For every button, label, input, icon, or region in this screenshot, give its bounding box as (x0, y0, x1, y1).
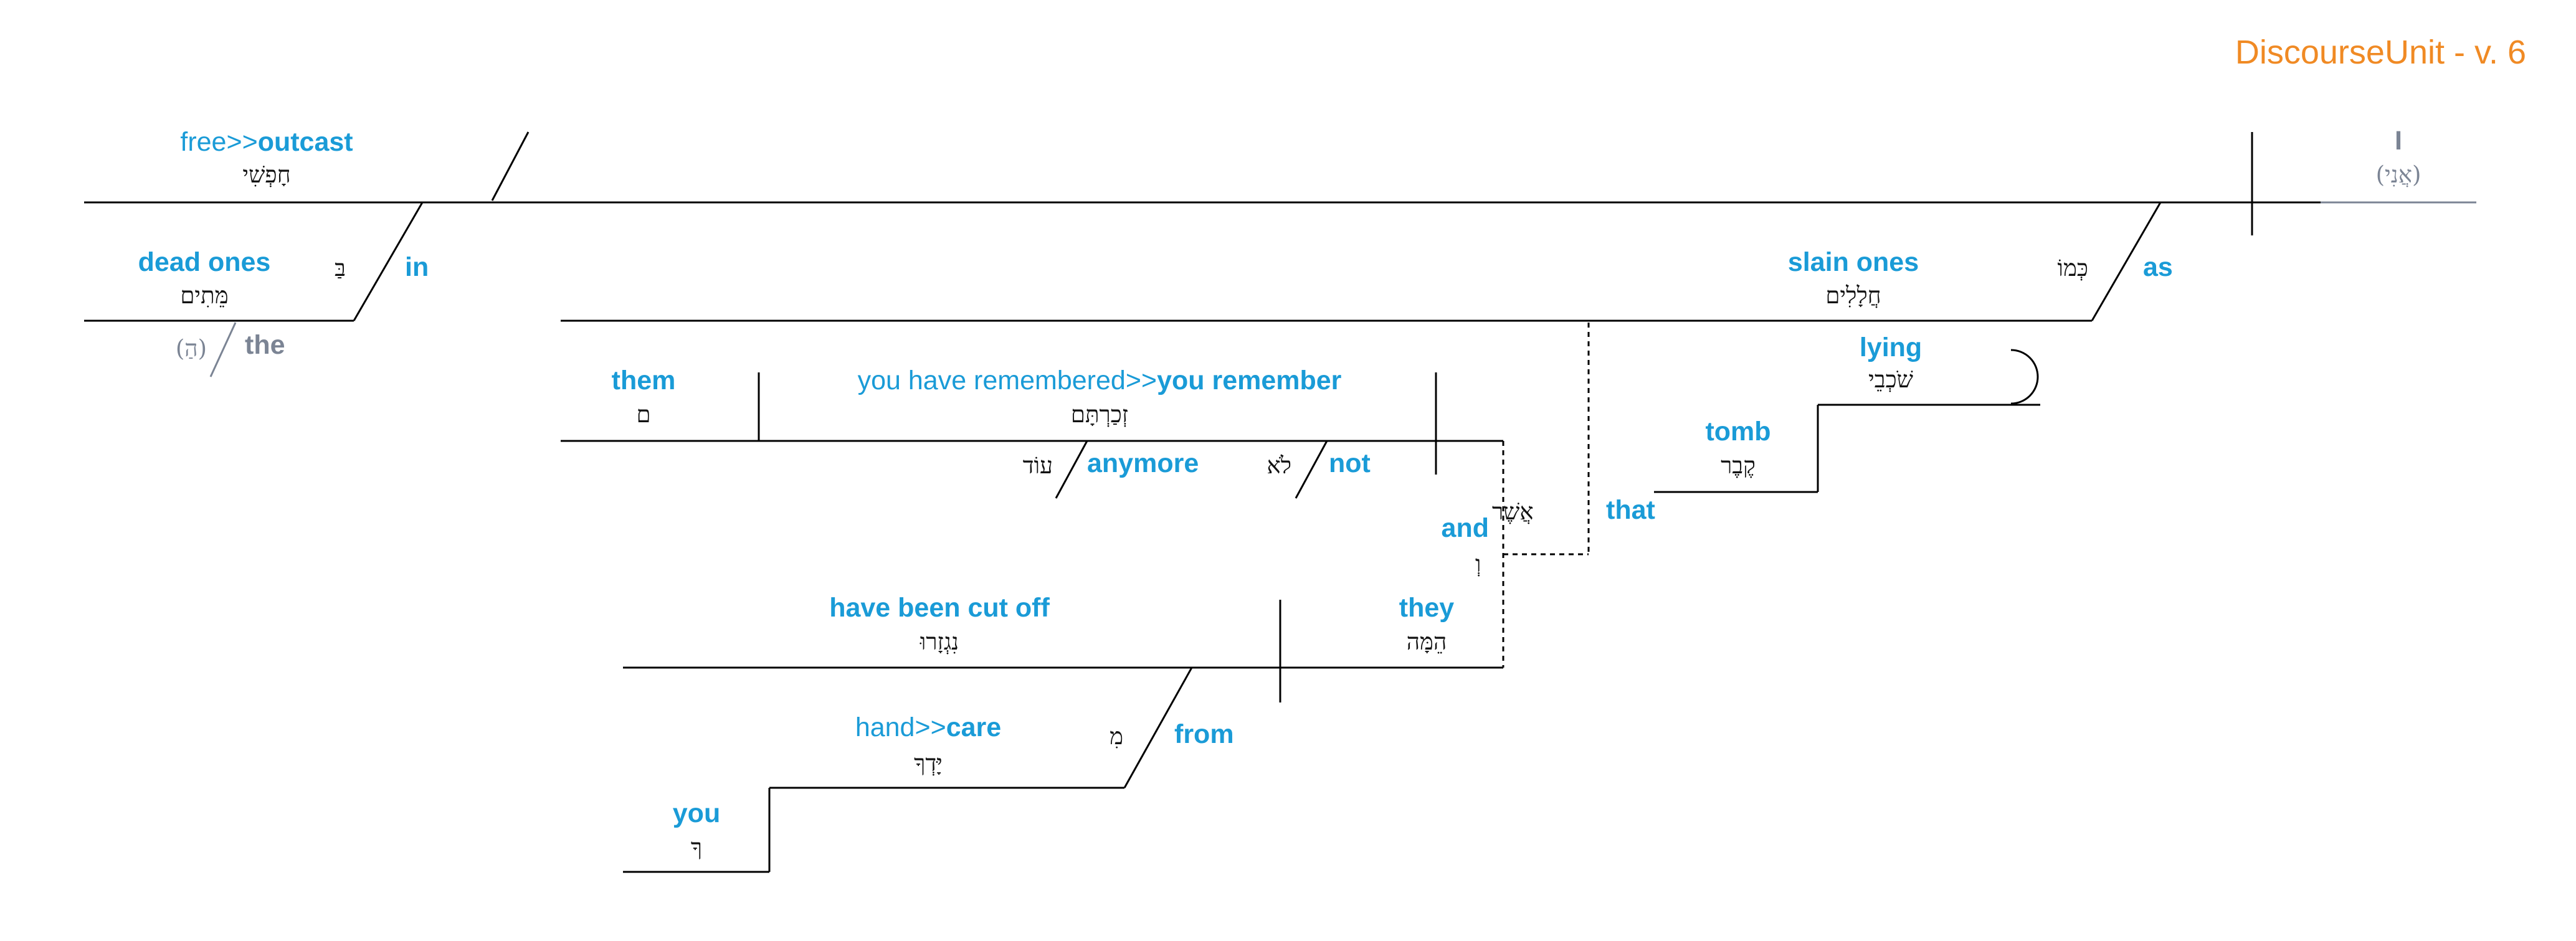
clause1-verb-hebrew: זְכַרְתָּם (1071, 401, 1128, 428)
prep-as-hebrew: כְּמוֹ (2058, 255, 2088, 281)
article-slant (209, 322, 237, 377)
clause1-verb-gloss: you have remembered>> (858, 366, 1157, 395)
not-slant (1295, 440, 1328, 499)
subject-english: I (2395, 126, 2402, 156)
anymore-slant (1055, 440, 1088, 499)
hand-main: care (946, 712, 1001, 742)
predicate-english: free>>outcast (180, 127, 353, 157)
clause1-object-hebrew: ם (636, 401, 650, 428)
dead-ones-english: dead ones (138, 247, 271, 277)
tomb-hebrew: קֶבֶר (1721, 452, 1756, 479)
hand-english: hand>>care (855, 712, 1001, 742)
discourse-unit-title: DiscourseUnit - v. 6 (2235, 34, 2526, 71)
prep-from-hebrew: מִ (1110, 723, 1123, 750)
prep-in-slant (353, 202, 424, 321)
tomb-english: tomb (1705, 417, 1770, 447)
you-english: you (673, 798, 720, 828)
clause1-object-english: them (612, 366, 676, 395)
conjunction-english: and (1442, 513, 1489, 543)
predicate-complement-divider (491, 131, 530, 201)
slain-ones-english: slain ones (1788, 247, 1919, 277)
conjunction-hebrew: וְ (1475, 551, 1481, 577)
that-label: that (1606, 495, 1655, 525)
clause2-subject-hebrew: הֵמָּה (1407, 628, 1447, 655)
dead-ones-hebrew: מֵּתִים (180, 282, 228, 309)
participle-connector-curve (2010, 349, 2039, 405)
lying-english: lying (1860, 333, 1922, 362)
you-hebrew: ךָ (691, 834, 702, 861)
prep-from-english: from (1174, 719, 1234, 749)
article-english: the (245, 330, 285, 360)
predicate-hebrew: חָפְשִׁי (242, 161, 290, 188)
hand-gloss: hand>> (855, 712, 946, 742)
not-english: not (1329, 448, 1371, 478)
clause1-verb-main: you remember (1157, 366, 1342, 395)
anymore-english: anymore (1087, 448, 1199, 478)
slain-ones-hebrew: חֲלָלִים (1825, 282, 1881, 309)
prep-in-english: in (405, 252, 429, 282)
clause1-verb-english: you have remembered>>you remember (858, 366, 1342, 395)
clause2-verb-hebrew: נִגְזָרוּ (920, 628, 959, 655)
anymore-hebrew: עוֹד (1023, 452, 1053, 479)
prep-from-slant (1123, 667, 1193, 788)
clause2-verb-english: have been cut off (829, 593, 1050, 623)
subject-hebrew: (אֲנִי) (2376, 161, 2422, 188)
prep-in-hebrew: בַּ (335, 255, 346, 281)
prep-as-english: as (2143, 252, 2173, 282)
prep-as-slant (2091, 202, 2162, 321)
not-hebrew: לֹא (1267, 452, 1291, 479)
relative-hebrew: אֲשֶׁר (1492, 498, 1534, 525)
clause2-subject-english: they (1399, 593, 1455, 623)
lying-hebrew: שֹׁכְבֵי (1868, 366, 1913, 393)
predicate-gloss: free>> (180, 127, 257, 157)
hand-hebrew: יָּדְךָ (914, 750, 943, 777)
predicate-main: outcast (258, 127, 353, 157)
article-hebrew: (הַ) (176, 335, 207, 362)
